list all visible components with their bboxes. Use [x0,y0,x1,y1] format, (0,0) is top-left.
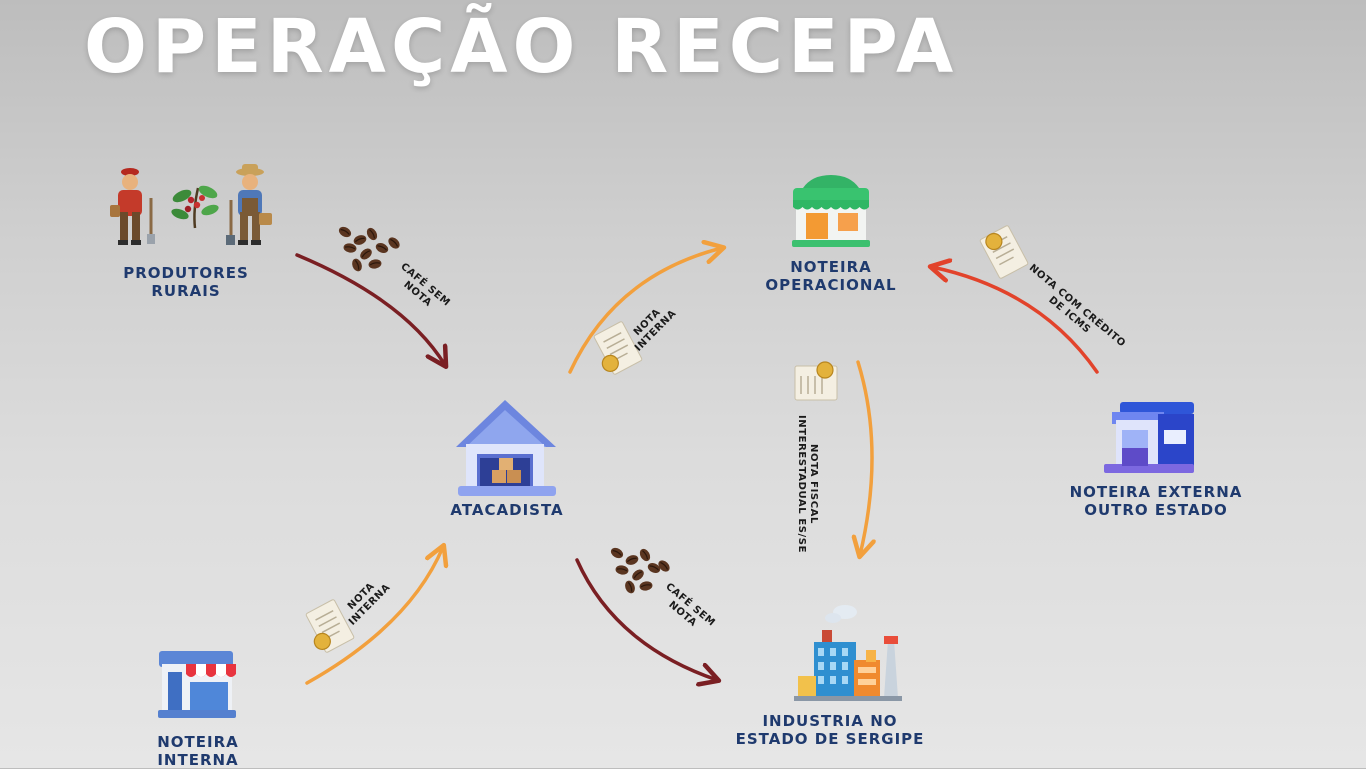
node-label-noteira-interna: NOTEIRA INTERNA [157,733,239,769]
invoice-icon [979,225,1029,279]
arrow-atacadista-to-industria [575,558,717,680]
invoice-icon [593,321,643,375]
node-label-noteira-operacional: NOTEIRA OPERACIONAL [765,258,897,294]
invoice-icon [794,361,838,401]
small-store-icon [158,651,236,718]
diagram-title: OPERAÇÃO RECEPA [84,4,959,90]
arrow-operacional-to-industria [858,360,872,555]
arrow-noteira-externa-to-operacional [932,267,1099,374]
node-label-atacadista: ATACADISTA [450,501,564,519]
node-label-noteira-externa: NOTEIRA EXTERNA OUTRO ESTADO [1069,483,1243,519]
arrow-produtores-to-atacadista [295,253,445,365]
blue-store-icon [1104,402,1194,473]
node-label-industria: INDUSTRIA NO ESTADO DE SERGIPE [735,712,925,748]
green-store-icon [792,175,870,247]
invoice-icon [305,599,355,653]
node-label-produtores-rurais: PRODUTORES RURAIS [123,264,249,300]
arrow-noteira-interna-to-atacadista [305,547,443,685]
farmers-icon [110,164,272,245]
edge-label-nota-fiscal-interestadual: NOTA FISCAL INTERESTADUAL ES/SE [796,414,819,554]
factory-icon [794,605,902,701]
warehouse-icon [456,400,556,496]
arrow-atacadista-to-noteira-operacional [568,248,722,374]
